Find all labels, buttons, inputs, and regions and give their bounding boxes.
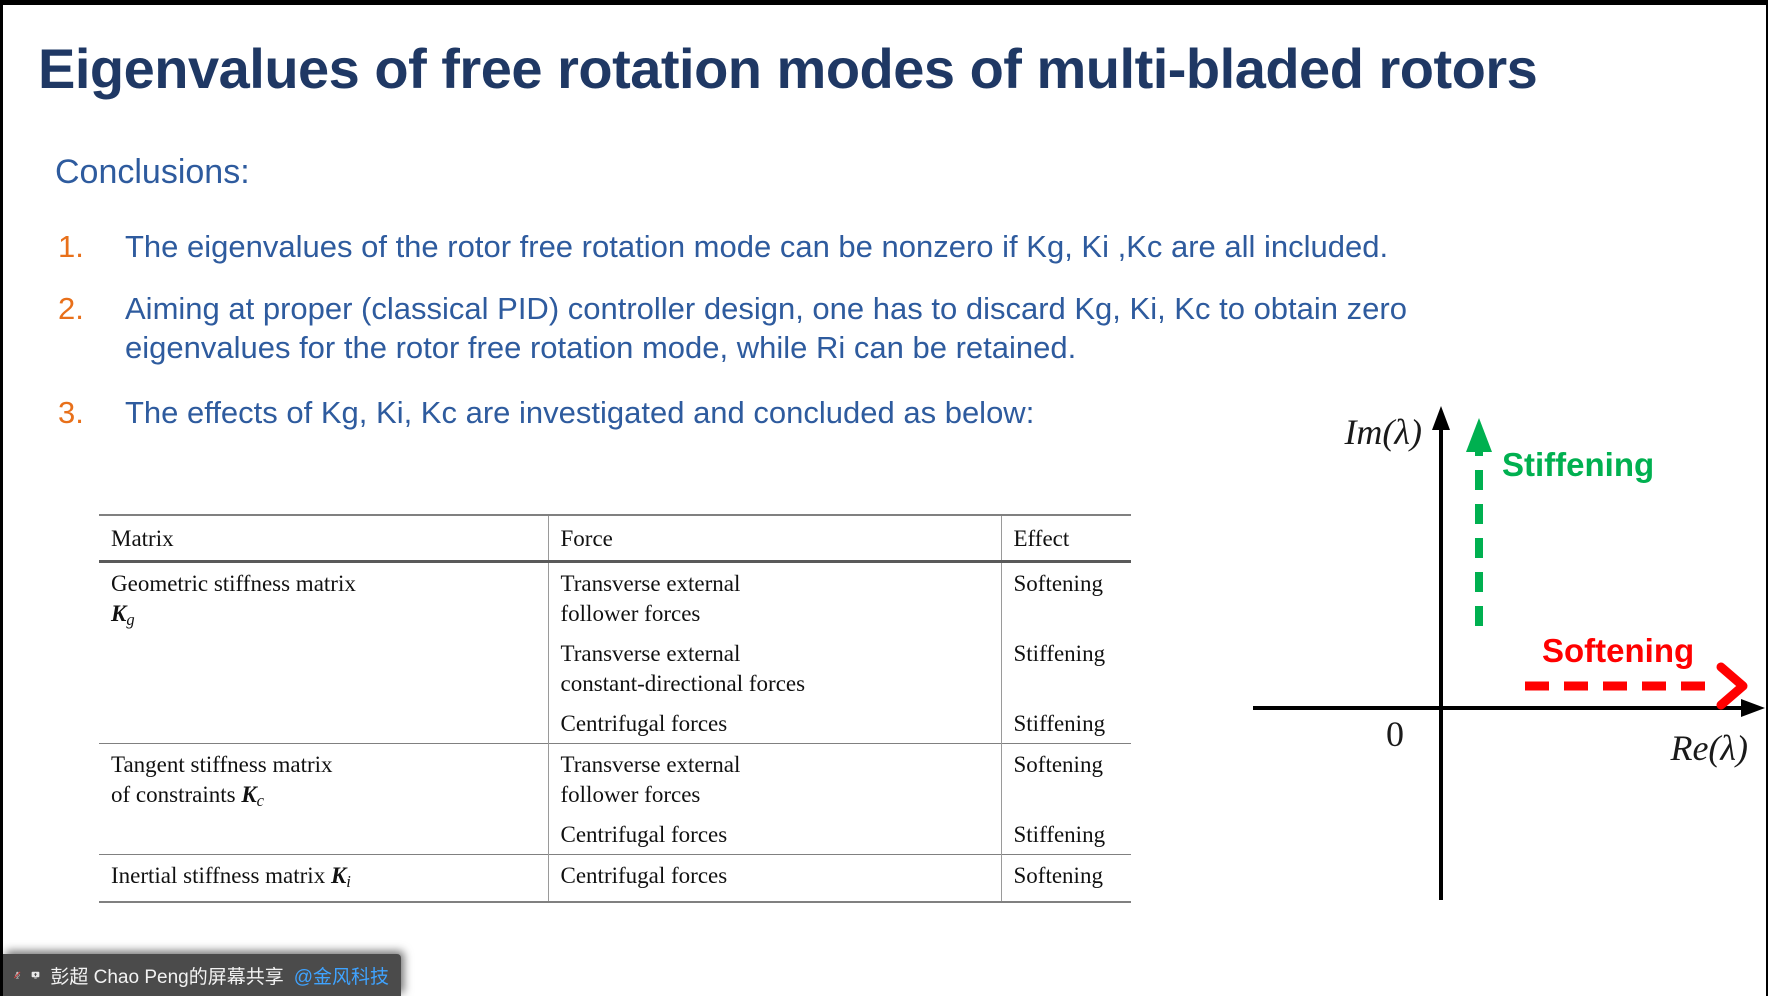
origin-label: 0 [1386, 714, 1404, 754]
item-number: 1. [58, 229, 84, 264]
effect-cell: Stiffening [1000, 633, 1131, 703]
conclusions-label: Conclusions: [55, 153, 250, 191]
conclusion-item-2: 2. Aiming at proper (classical PID) cont… [58, 289, 1407, 367]
force-cell: Centrifugal forces [547, 703, 1001, 744]
softening-arrowhead-icon [1716, 662, 1748, 710]
conclusion-item-3: 3. The effects of Kg, Ki, Kc are investi… [58, 393, 1034, 432]
share-bar: 彭超 Chao Peng的屏幕共享 @金风科技 [3, 954, 401, 996]
effect-cell: Softening [1000, 854, 1131, 903]
force-cell: Centrifugal forces [547, 814, 1001, 855]
imaginary-axis-arrowhead-icon [1432, 406, 1450, 430]
conclusion-item-1: 1. The eigenvalues of the rotor free rot… [58, 227, 1388, 266]
effect-cell: Stiffening [1000, 814, 1131, 855]
item-number: 3. [58, 395, 84, 430]
softening-label: Softening [1542, 632, 1694, 669]
item-text-line: Aiming at proper (classical PID) control… [125, 291, 1407, 326]
screen-share-icon [31, 971, 40, 979]
item-text-line: The eigenvalues of the rotor free rotati… [125, 229, 1389, 264]
re-axis-label: Re(λ) [1669, 728, 1748, 768]
force-cell: Centrifugal forces [547, 854, 1001, 903]
real-axis-arrowhead-icon [1741, 699, 1765, 717]
mic-muted-icon [13, 971, 21, 979]
item-text-line: eigenvalues for the rotor free rotation … [125, 330, 1077, 365]
item-number: 2. [58, 291, 84, 326]
slide: Eigenvalues of free rotation modes of mu… [3, 5, 1766, 996]
effect-cell: Softening [1000, 743, 1131, 814]
eigenvalue-diagram: Im(λ) Re(λ) 0 Stiffening Softening [1253, 406, 1765, 900]
table-header-force: Force [547, 515, 1001, 563]
stiffening-arrowhead-icon [1466, 418, 1492, 452]
effect-cell: Stiffening [1000, 703, 1131, 744]
matrix-cell: Inertial stiffness matrix Ki [99, 854, 548, 903]
im-axis-label: Im(λ) [1343, 412, 1422, 452]
table-header-effect: Effect [1000, 515, 1131, 563]
effect-cell: Softening [1000, 561, 1131, 633]
share-bar-mention[interactable]: @金风科技 [293, 966, 389, 988]
stiffening-label: Stiffening [1502, 446, 1654, 483]
share-bar-text: 彭超 Chao Peng的屏幕共享 [50, 966, 284, 988]
item-text-line: The effects of Kg, Ki, Kc are investigat… [125, 395, 1035, 430]
slide-title: Eigenvalues of free rotation modes of mu… [38, 37, 1538, 100]
table-header-matrix: Matrix [99, 515, 548, 563]
